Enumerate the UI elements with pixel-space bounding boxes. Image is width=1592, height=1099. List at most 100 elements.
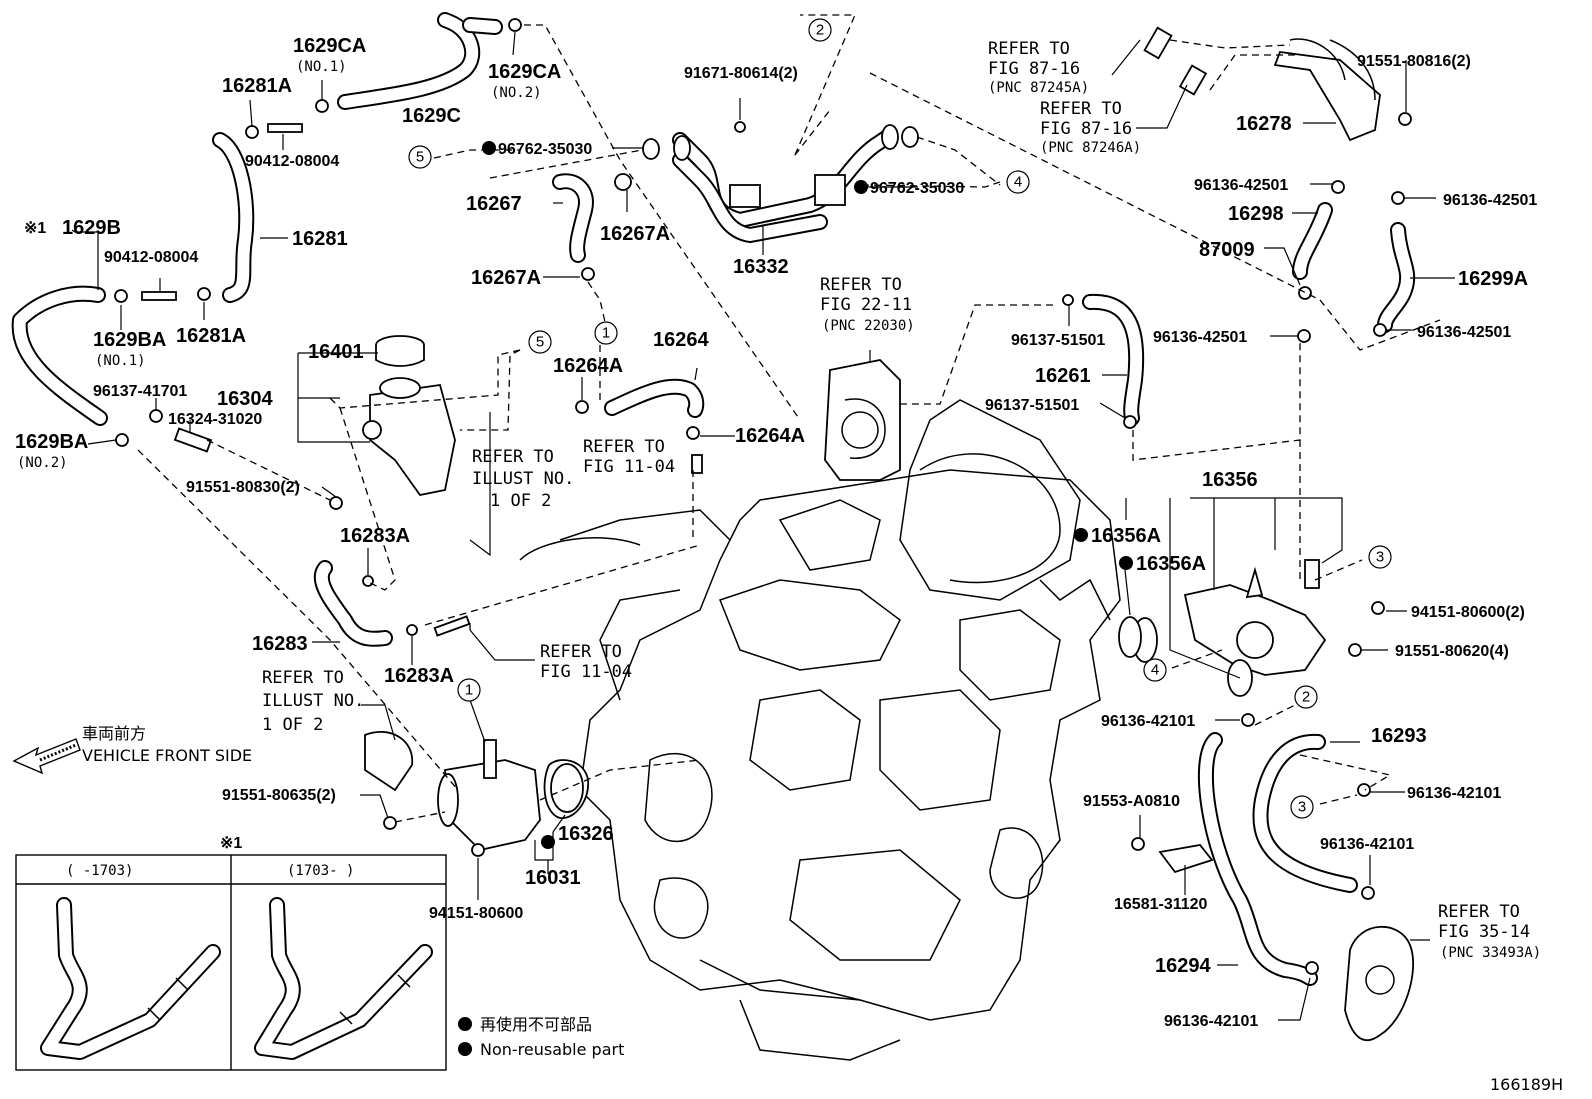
circled-number-5-top: 5: [408, 145, 432, 169]
svg-text:2: 2: [1302, 689, 1310, 706]
inset-left-range: ( -1703): [66, 863, 133, 879]
label-16281: 16281: [292, 228, 348, 250]
svg-text:5: 5: [416, 149, 424, 166]
label-96136-42101-d: 96136-42101: [1164, 1013, 1258, 1030]
label-1629CA-no1: 1629CA: [293, 35, 366, 57]
label-16356A-b: 16356A: [1136, 553, 1206, 575]
label-16298: 16298: [1228, 203, 1284, 225]
hose-bracket: [1131, 837, 1214, 874]
label-16332: 16332: [733, 256, 789, 278]
label-91551-80830: 91551-80830(2): [186, 479, 300, 496]
label-91671-80614: 91671-80614(2): [684, 65, 798, 82]
svg-text:3: 3: [1376, 549, 1384, 566]
ref-33493A-l3: (PNC 33493A): [1440, 945, 1541, 961]
front-label-jp: 車両前方: [82, 724, 146, 743]
label-96136-42501-b: 96136-42501: [1443, 192, 1537, 209]
circled-number-3-right: 3: [1368, 545, 1392, 569]
label-96762-35030-right: 96762-35030: [870, 180, 964, 197]
label-91551-80816: 91551-80816(2): [1357, 53, 1471, 70]
figure-id: 166189H: [1490, 1075, 1563, 1094]
hoses: [11, 12, 1416, 986]
label-1629BA-no1: 1629BA: [93, 329, 166, 351]
svg-text:2: 2: [816, 22, 824, 39]
engine-assembly: [519, 399, 1121, 1061]
label-94151-80600-2: 94151-80600(2): [1411, 604, 1525, 621]
legend-jp: 再使用不可部品: [480, 1015, 592, 1034]
ref-87245A-l1: REFER TO: [988, 39, 1070, 59]
ref-33493A-l1: REFER TO: [1438, 902, 1520, 922]
ref-22030-l3: (PNC 22030): [822, 318, 915, 334]
label-96136-42501-a: 96136-42501: [1194, 177, 1288, 194]
circled-number-2-top: 2: [808, 18, 832, 42]
label-1629CA-no2-sub: (NO.2): [491, 85, 542, 101]
ref-87246A-l2: FIG 87-16: [1040, 119, 1132, 139]
label-16283A-bot: 16283A: [384, 665, 454, 687]
reference-notes: REFER TO FIG 87-16 (PNC 87245A) REFER TO…: [262, 39, 1541, 961]
label-16031: 16031: [525, 867, 581, 889]
label-16401: 16401: [308, 341, 364, 363]
label-96136-42501-d: 96136-42501: [1417, 324, 1511, 341]
label-16283: 16283: [252, 633, 308, 655]
label-96762-35030-left: 96762-35030: [498, 141, 592, 158]
svg-text:4: 4: [1151, 662, 1159, 679]
circled-number-1-mid: 1: [594, 321, 618, 345]
circled-number-2-right: 2: [1294, 685, 1318, 709]
label-16283A-top: 16283A: [340, 525, 410, 547]
label-16264A-right: 16264A: [735, 425, 805, 447]
label-16281A-top: 16281A: [222, 75, 292, 97]
throttle-body: [824, 359, 901, 481]
ref-11-04-low-l2: FIG 11-04: [540, 662, 632, 682]
ref-illust-low-l3: 1 OF 2: [262, 715, 323, 735]
circled-number-5-mid: 5: [528, 330, 552, 354]
label-1629BA-no2-sub: (NO.2): [17, 455, 68, 471]
part-labels: 1629CA (NO.1) 1629CA (NO.2) 16281A 1629C…: [15, 35, 1537, 1030]
clamps: [114, 18, 1412, 975]
label-91551-80635: 91551-80635(2): [222, 787, 336, 804]
circled-number-1-low: 1: [457, 678, 481, 702]
svg-text:1: 1: [602, 325, 610, 342]
ref-11-04-top-l1: REFER TO: [583, 437, 665, 457]
label-16356A-a: 16356A: [1091, 525, 1161, 547]
ref-11-04-low-l1: REFER TO: [540, 642, 622, 662]
inset-variants: ※1 ( -1703) (1703- ): [15, 835, 447, 1071]
vehicle-front-indicator: 車両前方 VEHICLE FRONT SIDE: [12, 724, 252, 775]
label-90412-08004-mid: 90412-08004: [104, 249, 198, 266]
ref-illust-top-l1: REFER TO: [472, 447, 554, 467]
ref-illust-top-l2: ILLUST NO.: [472, 469, 574, 489]
water-bypass-joint: [1273, 38, 1381, 142]
label-16267A-right: 16267A: [600, 223, 670, 245]
circled-number-4-top: 4: [1006, 170, 1030, 194]
water-inlet: [362, 335, 456, 496]
ref-33493A-l2: FIG 35-14: [1438, 922, 1530, 942]
ref-illust-top-l3: 1 OF 2: [490, 491, 551, 511]
ref-22030-l2: FIG 22-11: [820, 295, 912, 315]
label-90412-08004-top: 90412-08004: [245, 153, 339, 170]
label-16294: 16294: [1155, 955, 1211, 977]
label-16581-31120: 16581-31120: [1114, 896, 1208, 913]
label-91553-A0810: 91553-A0810: [1083, 793, 1180, 810]
svg-text:1: 1: [465, 682, 473, 699]
label-16299A: 16299A: [1458, 268, 1528, 290]
gaskets: [550, 126, 1142, 813]
ref-87246A-l3: (PNC 87246A): [1040, 140, 1141, 156]
svg-text:4: 4: [1014, 174, 1022, 191]
label-16261: 16261: [1035, 365, 1091, 387]
label-16304: 16304: [217, 388, 273, 410]
circled-numbers: 2 5 4 1 5 3 4 1 2 3: [408, 18, 1392, 819]
flow-lines: [137, 14, 1441, 823]
inset-mark: ※1: [220, 835, 242, 852]
label-87009: 87009: [1199, 239, 1255, 261]
ref-87246A-l1: REFER TO: [1040, 99, 1122, 119]
label-16324-31020: 16324-31020: [168, 411, 262, 428]
label-91551-80620: 91551-80620(4): [1395, 643, 1509, 660]
legend: 再使用不可部品 Non-reusable part: [480, 1015, 624, 1059]
label-96136-42101-a: 96136-42101: [1101, 713, 1195, 730]
oil-cooler: [1344, 925, 1414, 1042]
ref-illust-low-l1: REFER TO: [262, 668, 344, 688]
inset-right-range: (1703- ): [287, 863, 354, 879]
label-1629B: 1629B: [62, 217, 121, 239]
circled-number-3-low: 3: [1290, 795, 1314, 819]
label-1629CA-no1-sub: (NO.1): [296, 59, 347, 75]
label-1629BA-no1-sub: (NO.1): [95, 353, 146, 369]
